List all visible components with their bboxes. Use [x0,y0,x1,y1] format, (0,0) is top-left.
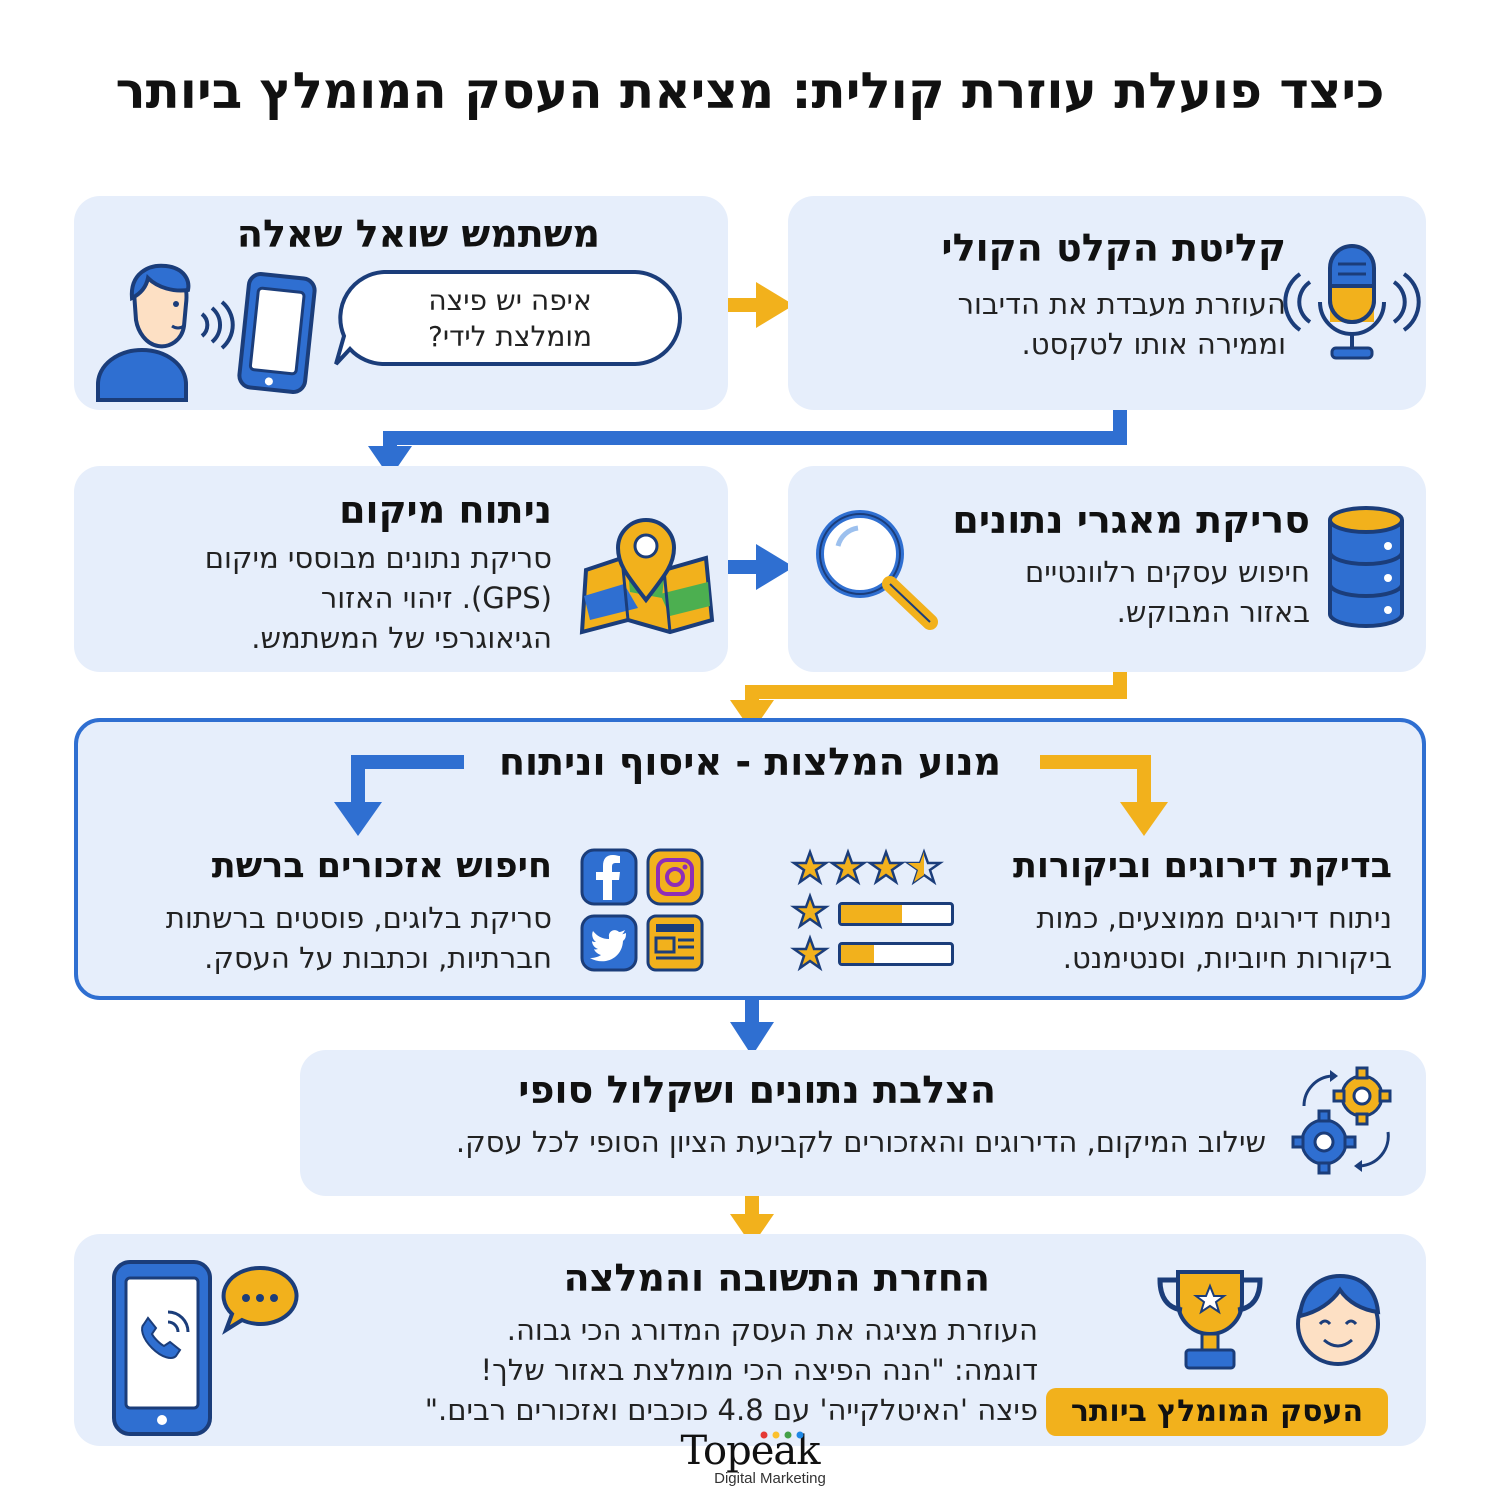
voice-capture-title: קליטת הקלט הקולי [941,226,1286,270]
arrow-merge-to-answer [730,1196,774,1246]
smartphone-icon [237,272,317,394]
magnifier-icon [816,510,938,630]
microphone-icon [1283,244,1421,360]
arrow-engine-to-merge [730,998,774,1056]
rating-bar-1 [838,902,954,926]
best-business-badge: העסק המומלץ ביותר [1046,1388,1388,1436]
facebook-icon [580,848,638,906]
database-icon [1328,506,1404,628]
star-rating-icon [790,848,944,972]
brand-name: Topeak [680,1428,820,1474]
engine-title: מנוע המלצות - איסוף וניתוח [498,740,1002,784]
brand-tagline: Digital Marketing [714,1470,826,1487]
gears-icon [1291,1066,1392,1175]
db-scan-title: סריקת מאגרי נתונים [952,498,1310,542]
twitter-icon [580,914,638,972]
ratings-text: ניתוח דירוגים ממוצעים, כמות ביקורות חיוב… [1036,901,1392,975]
arrow-user-to-capture [720,282,794,328]
answer-title: החזרת התשובה והמלצה [563,1256,990,1300]
news-icon [646,914,704,972]
brand-dots [760,1431,804,1439]
rating-bar-1-fill [841,905,902,923]
card-merge [300,1050,1426,1196]
voice-capture-text: העוזרת מעבדת את הדיבור וממירה אותו לטקסט… [957,287,1286,361]
rating-bar-2 [838,942,954,966]
location-title: ניתוח מיקום [339,488,552,532]
page-title: כיצד פועלת עוזרת קולית: מציאת העסק המומל… [115,62,1385,120]
answer-text: העוזרת מציגה את העסק המדורג הכי גבוה. דו… [424,1313,1038,1427]
phone-call-icon [112,1260,212,1436]
rating-bar-2-fill [841,945,874,963]
user-speaking-icon [96,263,235,402]
merge-title: הצלבת נתונים ושקלול סופי [518,1068,996,1112]
user-question: איפה יש פיצה מומלצת לידי? [427,284,593,353]
merge-text: שילוב המיקום, הדירוגים והאזכורים לקביעת … [455,1125,1266,1159]
db-scan-text: חיפוש עסקים רלוונטיים באזור המבוקש. [1025,555,1310,629]
happy-user-icon [1296,1273,1381,1366]
arrow-location-to-db [722,544,794,590]
arrow-capture-to-location [368,402,1127,478]
user-asks-title: משתמש שואל שאלה [236,212,600,256]
chat-bubble-icon [221,1265,299,1335]
instagram-icon [646,848,704,906]
mentions-title: חיפוש אזכורים ברשת [211,846,552,886]
card-recommendation-engine [74,718,1426,1000]
speech-bubble [334,270,682,366]
arrow-db-to-engine [730,662,1127,732]
brand-logo: Topeak Digital Marketing [650,1428,850,1487]
mentions-text: סריקת בלוגים, פוסטים ברשתות חברתיות, וכת… [165,901,552,975]
location-text: סריקת נתונים מבוססי מיקום (GPS). זיהוי ה… [204,541,552,655]
ratings-title: בדיקת דירוגים וביקורות [1012,846,1392,886]
map-pin-icon [579,518,715,635]
trophy-icon [1157,1270,1263,1370]
